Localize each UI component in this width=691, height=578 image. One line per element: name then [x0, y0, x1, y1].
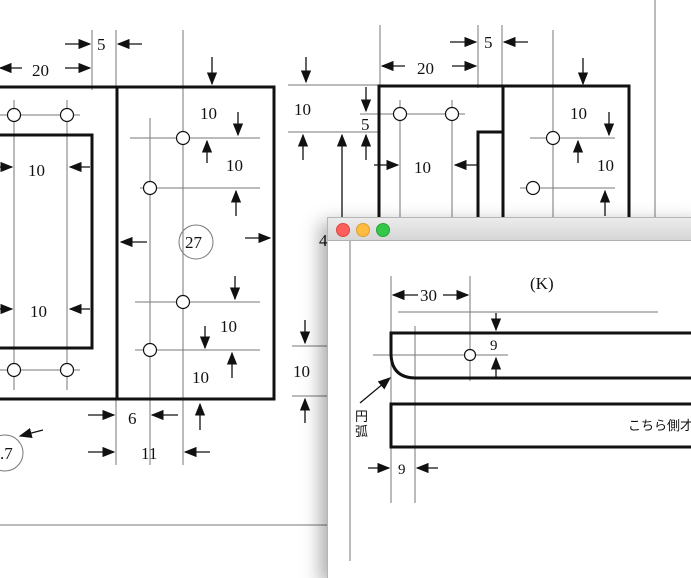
dimension-label: 11: [141, 444, 157, 463]
window-drawing: (K) 30 9 9 円 弧 こちら側才: [349, 241, 691, 561]
hole: [463, 348, 477, 362]
dimension-label: 5: [97, 35, 106, 54]
part-outline: [377, 84, 502, 218]
hole: [175, 130, 191, 146]
dimension-label: 4: [319, 231, 328, 250]
dimension-label: 10: [200, 104, 217, 123]
part-outline: [389, 402, 691, 449]
hole: [444, 106, 460, 122]
callout-circle: [0, 434, 24, 472]
hole: [6, 107, 22, 123]
dimension-label: 5: [484, 33, 493, 52]
hole: [59, 362, 75, 378]
drawing-canvas: 20 5 10 10 27 10 10 10 10 6 11 .7 20 5 1…: [0, 0, 656, 526]
close-button[interactable]: [336, 223, 350, 237]
dimension-label: 27: [185, 233, 203, 252]
minimize-button[interactable]: [356, 223, 370, 237]
dimension-label: .7: [0, 444, 13, 463]
part-outline: [115, 85, 276, 401]
part-outline: [389, 331, 691, 380]
part-outline: [0, 133, 94, 350]
hole: [142, 342, 158, 358]
dimension-label: 9: [398, 462, 406, 478]
dimension-label: 10: [570, 104, 587, 123]
hole: [525, 180, 541, 196]
part-outline: [476, 130, 502, 218]
dimension-label: 10: [597, 156, 614, 175]
dimension-label: 10: [414, 158, 431, 177]
dimension-label: 5: [361, 115, 370, 134]
window-titlebar[interactable]: [328, 218, 691, 241]
dimension-label: 10: [30, 302, 47, 321]
dimension-label: 30: [420, 286, 437, 305]
dimension-label: 10: [220, 317, 237, 336]
zoom-button[interactable]: [376, 223, 390, 237]
hole: [545, 130, 561, 146]
dimension-label: 10: [28, 161, 45, 180]
part-outline: [501, 84, 631, 218]
arc-label: 円: [355, 410, 368, 425]
hole: [6, 362, 22, 378]
arc-label: 弧: [355, 425, 368, 440]
dimension-label: 9: [490, 338, 498, 354]
viewer-window[interactable]: (K) 30 9 9 円 弧 こちら側才: [327, 217, 691, 578]
dimension-label: 20: [417, 59, 434, 78]
hole: [142, 180, 158, 196]
dimension-label: 20: [32, 61, 49, 80]
dimension-label: 10: [192, 368, 209, 387]
window-content: (K) 30 9 9 円 弧 こちら側才: [328, 241, 691, 578]
dimension-label: 10: [226, 156, 243, 175]
hole: [175, 294, 191, 310]
view-label: (K): [530, 274, 554, 293]
hole: [392, 106, 408, 122]
side-note: こちら側才: [628, 419, 691, 434]
dimension-label: 10: [293, 362, 310, 381]
hole: [59, 107, 75, 123]
callout-circle: [178, 224, 214, 260]
dimension-label: 6: [128, 409, 137, 428]
dimension-label: 10: [294, 100, 311, 119]
